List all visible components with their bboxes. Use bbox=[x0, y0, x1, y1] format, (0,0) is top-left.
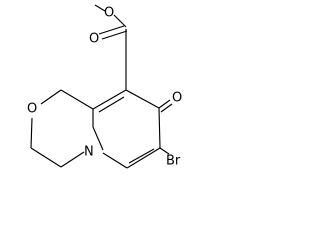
atom-o-ring: O bbox=[27, 102, 37, 117]
bond-carbonyl-double-2 bbox=[101, 30, 128, 40]
bond-c9a-ch2 bbox=[60, 89, 94, 110]
bond-ch2-o-ring bbox=[40, 89, 62, 105]
molecule-structure: O O O O N Br bbox=[27, 4, 182, 169]
bond-methyl-o bbox=[94, 4, 106, 12]
bond-c9a-c9 bbox=[92, 89, 127, 110]
bond-c8-ketone-1 bbox=[158, 99, 171, 109]
bond-c7-br bbox=[159, 147, 170, 155]
bond-carbonyl-double-1 bbox=[98, 25, 125, 35]
atom-o-carbonyl: O bbox=[89, 32, 99, 47]
bond-c7-c6 bbox=[126, 147, 161, 169]
bond-o-carbonyl-carbon bbox=[113, 14, 127, 28]
bond-c9-c8 bbox=[125, 89, 160, 109]
atom-o-ketone: O bbox=[172, 91, 182, 106]
bond-n-c9a bbox=[92, 126, 104, 151]
bond-c8-c7 bbox=[158, 107, 161, 149]
bond-ch2-n bbox=[60, 151, 85, 168]
bond-c6-n bbox=[102, 152, 128, 169]
atom-br: Br bbox=[166, 154, 181, 169]
atom-n-ring: N bbox=[84, 145, 94, 160]
bond-c7-c6-inner bbox=[128, 148, 155, 164]
atom-o-methoxy: O bbox=[104, 6, 114, 21]
bond-ch2-ch2 bbox=[30, 147, 62, 168]
bond-o-ring-ch2 bbox=[30, 117, 33, 149]
bond-c9a-c9-inner bbox=[98, 96, 125, 113]
bond-c8-ketone-2 bbox=[160, 103, 173, 113]
